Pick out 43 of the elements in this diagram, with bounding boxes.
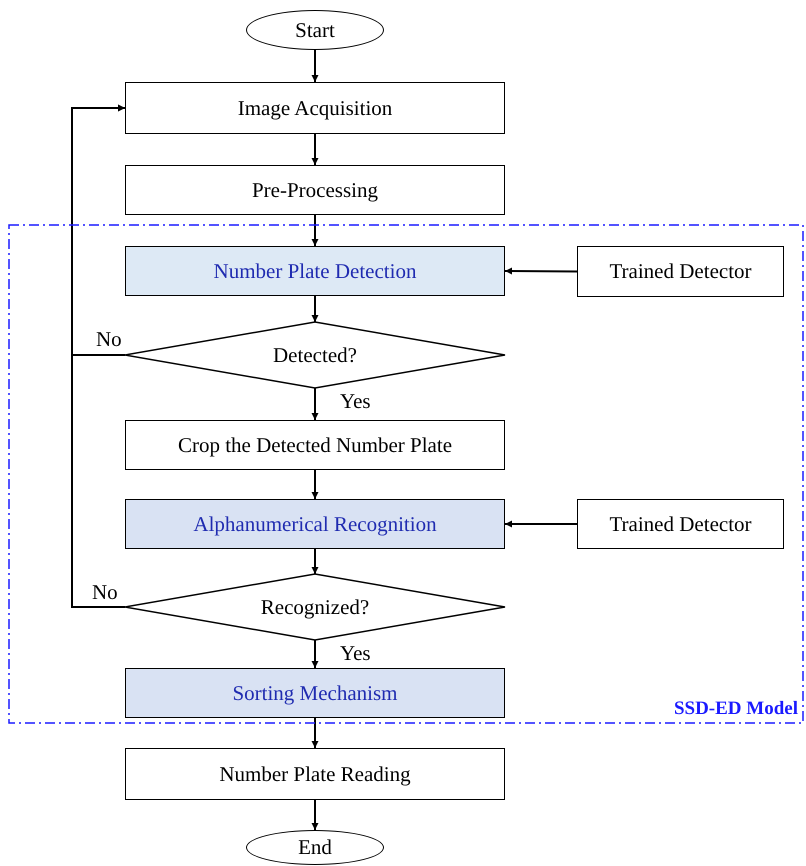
process-label: Trained Detector: [609, 512, 752, 536]
process-box: [577, 246, 784, 297]
arrow: [312, 296, 318, 322]
process-label: Number Plate Detection: [214, 258, 416, 284]
process-label: Number Plate Reading: [219, 762, 411, 786]
decision-diamond: [125, 574, 505, 640]
edge-label: No: [96, 327, 122, 352]
arrow: [312, 549, 318, 574]
arrow: [312, 718, 318, 748]
arrow: [505, 268, 577, 275]
process-label: Sorting Mechanism: [232, 680, 398, 706]
arrow: [312, 800, 318, 830]
decision-diamond: [125, 322, 505, 388]
arrow: [71, 104, 125, 608]
process-label: Crop the Detected Number Plate: [178, 432, 452, 458]
process-box: [125, 82, 505, 134]
decision-label: Detected?: [273, 342, 357, 368]
model-region: [8, 224, 804, 724]
arrow: [312, 50, 318, 82]
process-box: [125, 668, 505, 718]
process-label: Pre-Processing: [252, 178, 378, 202]
process-box: [125, 420, 505, 470]
edge-label: Yes: [340, 389, 371, 414]
arrow: [312, 215, 318, 246]
process-box: [125, 748, 505, 800]
terminal-label: End: [298, 835, 332, 860]
edge-label: Yes: [340, 641, 371, 666]
process-box: [577, 499, 784, 549]
process-label: Image Acquisition: [238, 96, 392, 120]
process-box: [125, 499, 505, 549]
decision-label: Recognized?: [260, 594, 370, 620]
process-box: [125, 246, 505, 296]
arrow: [312, 640, 318, 668]
process-label: Trained Detector: [609, 259, 752, 284]
arrow: [505, 520, 577, 528]
process-box: [125, 165, 505, 215]
arrow: [312, 134, 318, 165]
process-label: Alphanumerical Recognition: [193, 512, 437, 536]
arrow: [312, 388, 318, 420]
arrow: [312, 470, 318, 499]
region-title: SSD-ED Model: [674, 698, 798, 720]
terminal-label: Start: [295, 18, 335, 42]
edge-label: No: [92, 580, 118, 605]
